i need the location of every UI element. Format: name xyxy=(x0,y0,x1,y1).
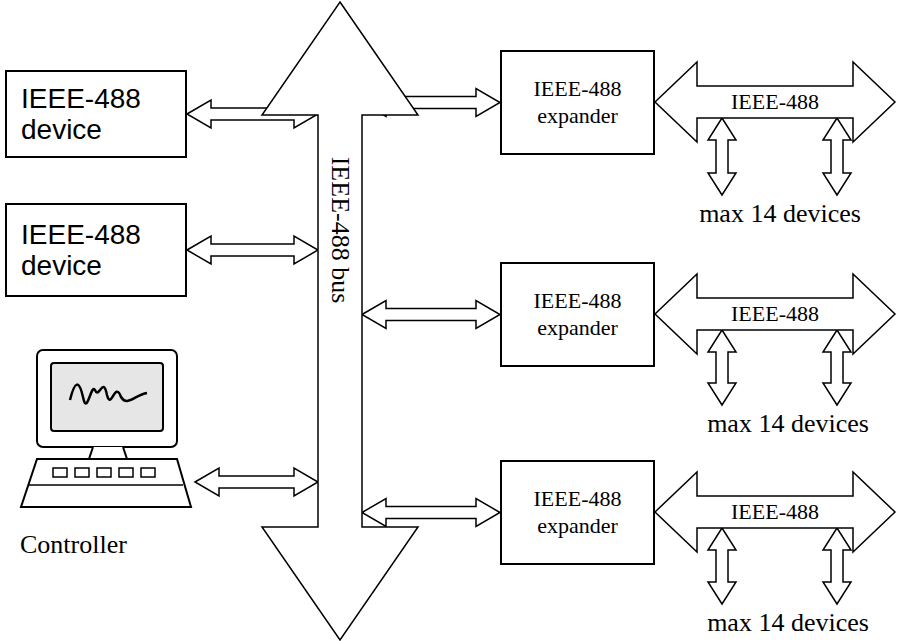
keyboard-edge xyxy=(29,484,183,486)
bus-arrow-outline xyxy=(262,2,418,640)
bus-connector xyxy=(362,499,500,527)
node-text: Controller xyxy=(15,531,127,560)
bus-connector xyxy=(187,236,318,264)
drop-arrow xyxy=(823,528,851,604)
main-bus-arrow: IEEE-488 bus xyxy=(262,2,418,640)
key xyxy=(119,468,133,477)
sub-bus-arrow-outline xyxy=(655,274,895,354)
node-text: IEEE-488 expander xyxy=(502,288,653,341)
node-text: IEEE-488 xyxy=(731,91,819,113)
monitor-neck xyxy=(89,447,127,459)
key xyxy=(97,468,111,477)
device-count-label: max 14 devices xyxy=(678,609,898,638)
keyboard xyxy=(21,459,191,507)
computer-illustration xyxy=(15,345,195,560)
sub-bus-arrow: IEEE-488 xyxy=(655,60,895,144)
node-text: IEEE-488 expander xyxy=(502,76,653,129)
bus-outline xyxy=(262,2,418,640)
node-text: IEEE-488 bus xyxy=(327,157,353,304)
node-text: IEEE-488 device xyxy=(7,219,185,282)
sub-bus-arrow-outline xyxy=(655,472,895,552)
expander-box: IEEE-488 expander xyxy=(500,50,655,155)
drop-arrow xyxy=(823,330,851,405)
waveform xyxy=(70,385,147,404)
device-count-label: max 14 devices xyxy=(670,200,890,229)
drop-arrow xyxy=(708,118,736,195)
key xyxy=(53,468,67,477)
device-count-label: max 14 devices xyxy=(678,410,898,439)
node-text: IEEE-488 expander xyxy=(502,486,653,539)
drop-arrow xyxy=(823,118,851,195)
bus-connector xyxy=(362,301,500,329)
bus-connector xyxy=(195,468,318,496)
sub-bus-arrow: IEEE-488 xyxy=(655,272,895,356)
key xyxy=(141,468,155,477)
expander-box: IEEE-488 expander xyxy=(500,460,655,565)
node-text: IEEE-488 device xyxy=(7,83,185,146)
key xyxy=(75,468,89,477)
sub-bus-arrow-outline xyxy=(655,62,895,142)
expander-box: IEEE-488 expander xyxy=(500,262,655,367)
drop-arrow xyxy=(708,330,736,405)
monitor-screen xyxy=(51,363,163,431)
device-box: IEEE-488 device xyxy=(5,70,187,158)
controller-computer: Controller xyxy=(15,345,195,560)
node-text: IEEE-488 xyxy=(731,501,819,523)
drop-arrow xyxy=(708,528,736,604)
node-text: IEEE-488 xyxy=(731,303,819,325)
monitor-case xyxy=(37,350,177,447)
sub-bus-arrow: IEEE-488 xyxy=(655,470,895,554)
device-box: IEEE-488 device xyxy=(5,203,187,297)
